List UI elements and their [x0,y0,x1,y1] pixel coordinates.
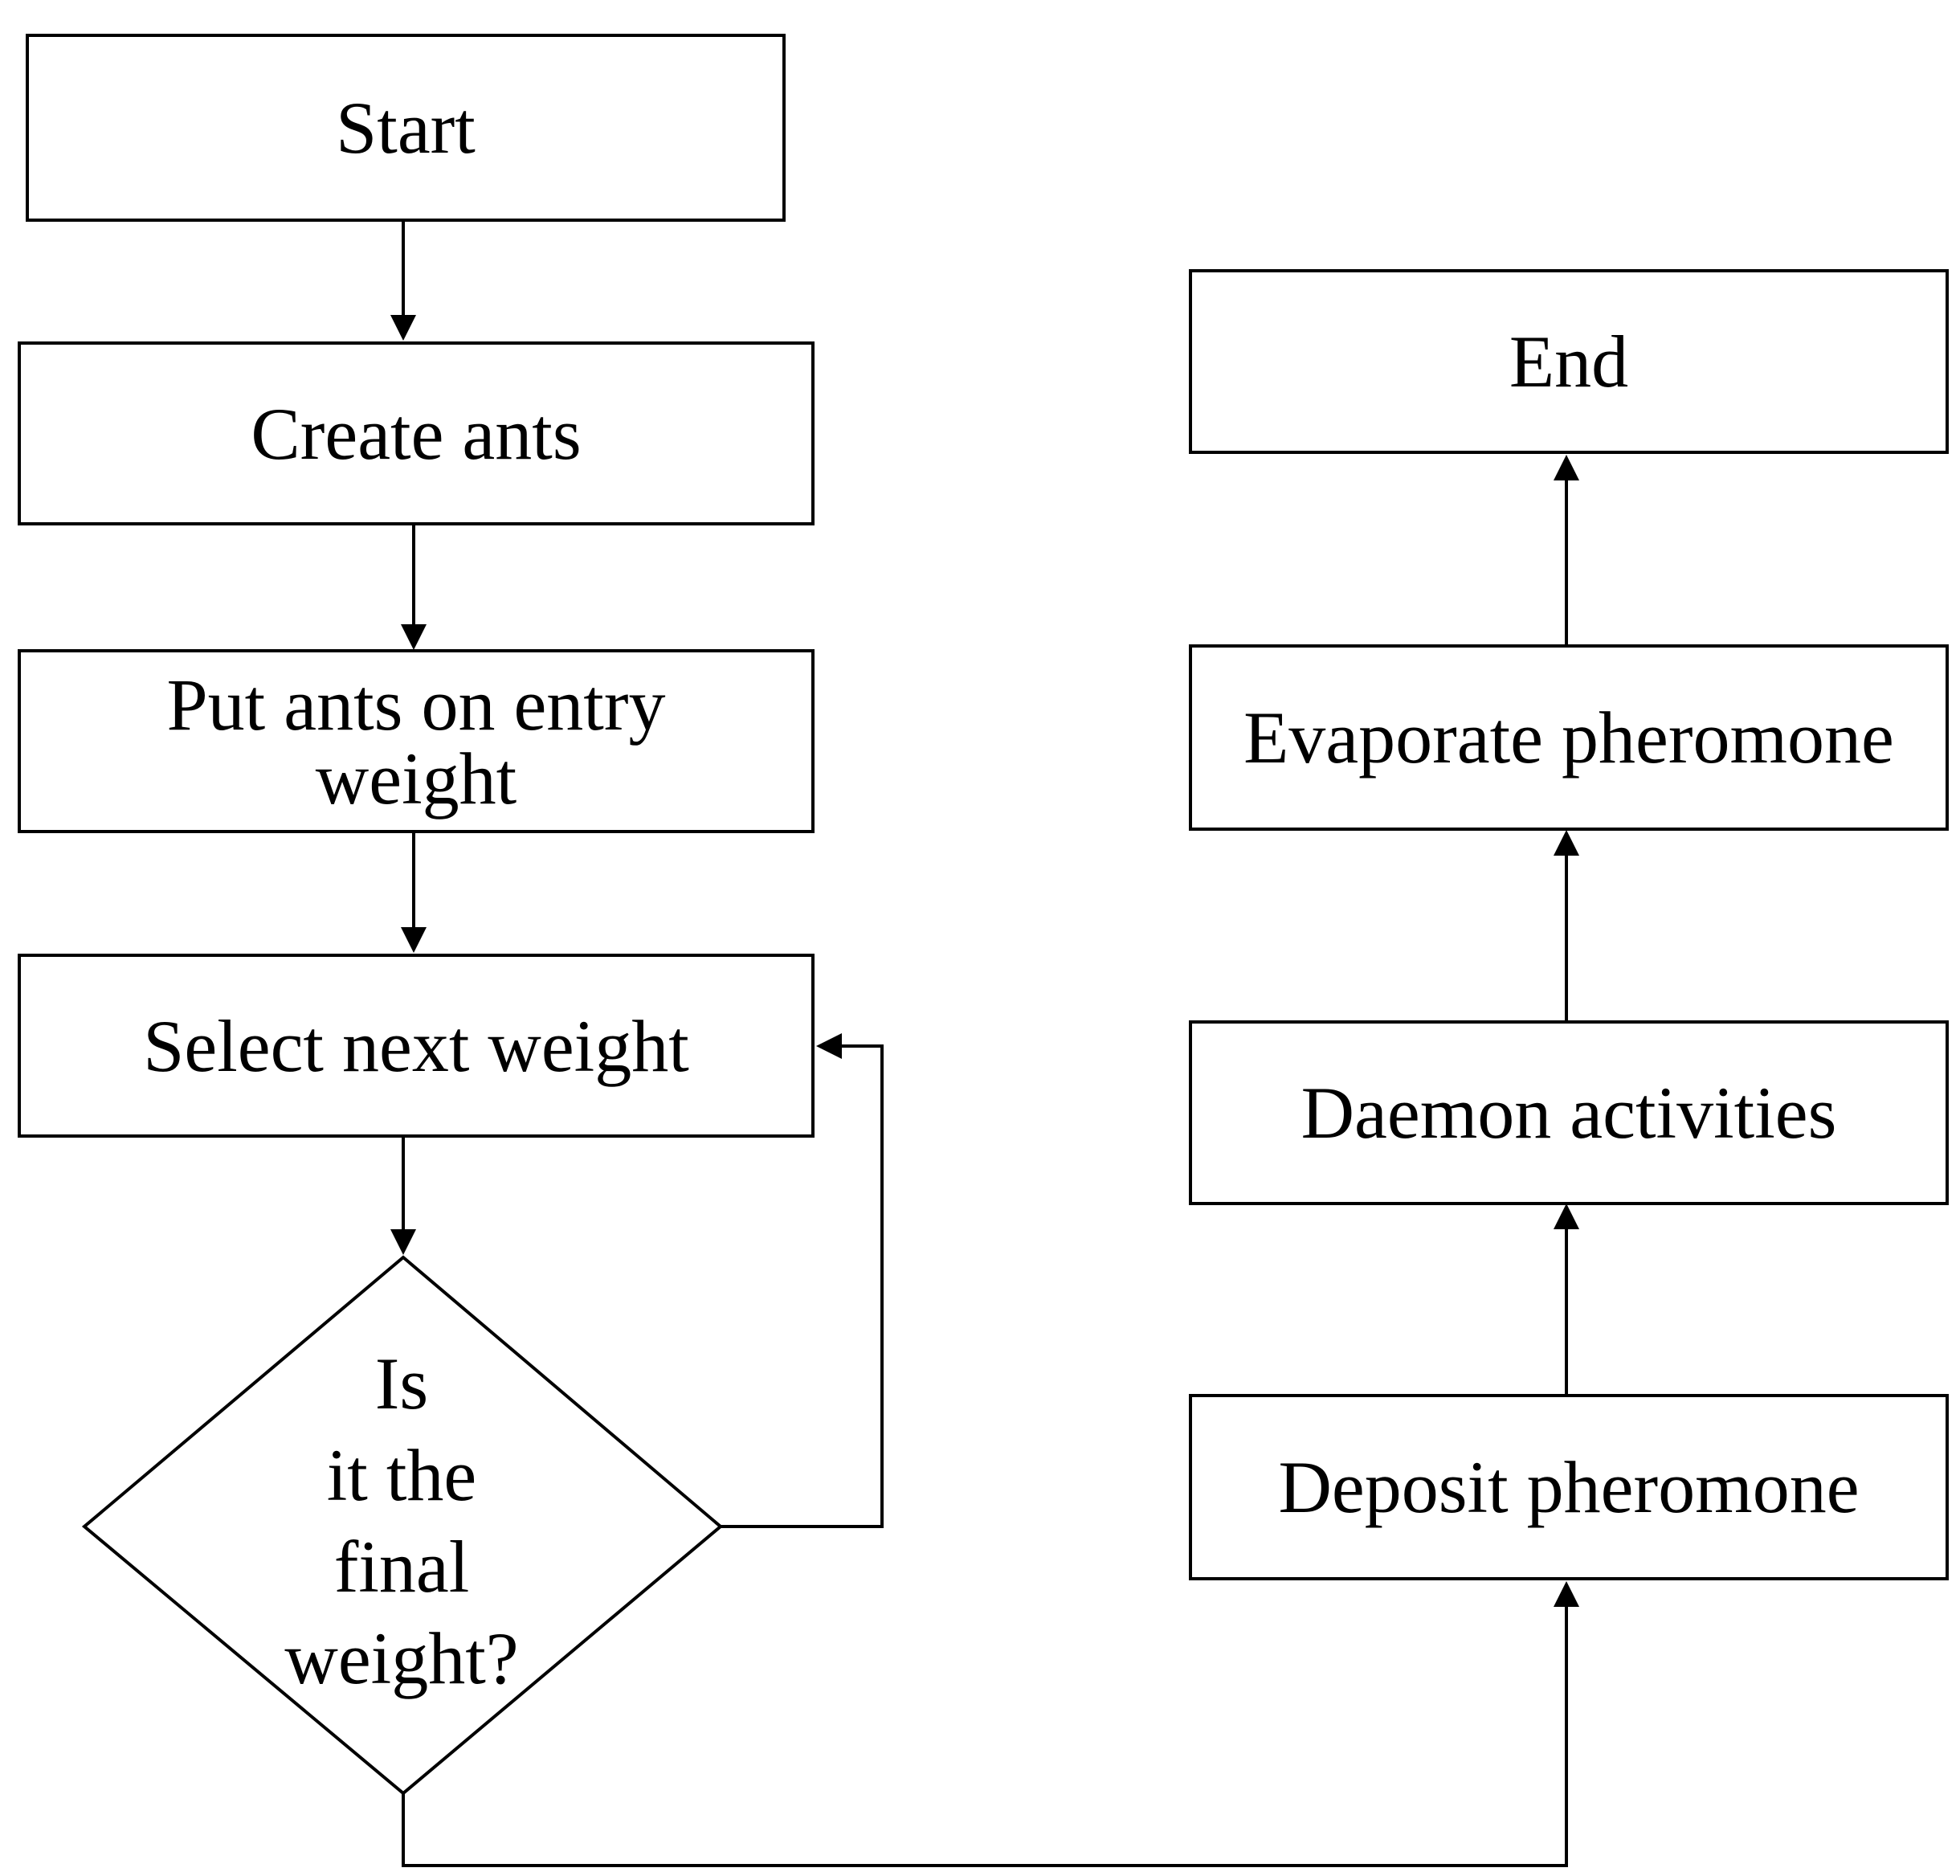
node-put-ants: Put ants on entry weight [18,649,815,833]
node-start-label: Start [336,87,476,169]
node-select-next-weight-label: Select next weight [143,1004,689,1087]
node-deposit-pheromone: Deposit pheromone [1189,1394,1949,1580]
decision-line-2: it the [326,1434,477,1516]
node-end-label: End [1509,321,1629,403]
decision-line-4: weight? [284,1617,519,1699]
node-put-ants-line-2: weight [315,737,517,819]
node-put-ants-label: Put ants on entry weight [167,668,666,815]
node-end: End [1189,269,1949,454]
node-deposit-pheromone-label: Deposit pheromone [1278,1446,1860,1528]
node-daemon-activities-label: Daemon activities [1301,1072,1837,1154]
node-daemon-activities: Daemon activities [1189,1020,1949,1205]
arrow-decision-loop-to-select-next [721,1033,884,1528]
arrow-decision-to-deposit [402,1581,1579,1867]
decision-line-1: Is [374,1343,429,1424]
decision-line-3: final [333,1526,470,1608]
decision-label: Is it the final weight? [241,1338,562,1704]
node-create-ants: Create ants [18,341,815,525]
node-evaporate-pheromone: Evaporate pheromone [1189,644,1949,831]
node-create-ants-label: Create ants [251,392,582,475]
node-select-next-weight: Select next weight [18,954,815,1138]
node-start: Start [26,34,786,222]
node-evaporate-pheromone-label: Evaporate pheromone [1243,697,1894,779]
node-put-ants-line-1: Put ants on entry [166,663,666,746]
